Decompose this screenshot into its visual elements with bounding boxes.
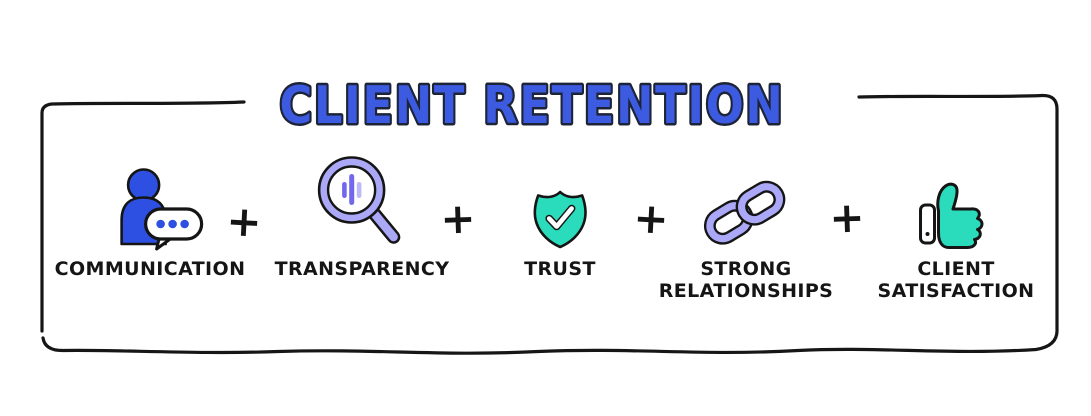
item-transparency: TRANSPARENCY <box>274 156 450 280</box>
item-label: COMMUNICATION <box>54 258 246 280</box>
item-client-satisfaction: CLIENT SATISFACTION <box>878 162 1035 302</box>
title-text: CLIENT RETENTION <box>280 76 785 136</box>
plus-operator: + <box>439 193 477 244</box>
plus-operator: + <box>828 192 866 243</box>
item-communication: COMMUNICATION <box>55 162 246 280</box>
magnifier-icon <box>315 156 410 250</box>
shield-check-icon <box>528 162 592 250</box>
item-label: TRUST <box>524 258 596 280</box>
item-trust: TRUST <box>524 162 596 280</box>
page-title: CLIENT RETENTION <box>252 68 812 144</box>
person-chat-icon <box>104 162 204 251</box>
plus-operator: + <box>225 196 263 247</box>
item-label: CLIENT SATISFACTION <box>877 258 1035 302</box>
item-label: STRONG RELATIONSHIPS <box>658 258 834 302</box>
chain-link-icon <box>696 162 796 250</box>
item-strong-relationships: STRONG RELATIONSHIPS <box>659 162 834 302</box>
item-label: TRANSPARENCY <box>274 258 450 280</box>
thumbs-up-icon <box>918 162 994 250</box>
